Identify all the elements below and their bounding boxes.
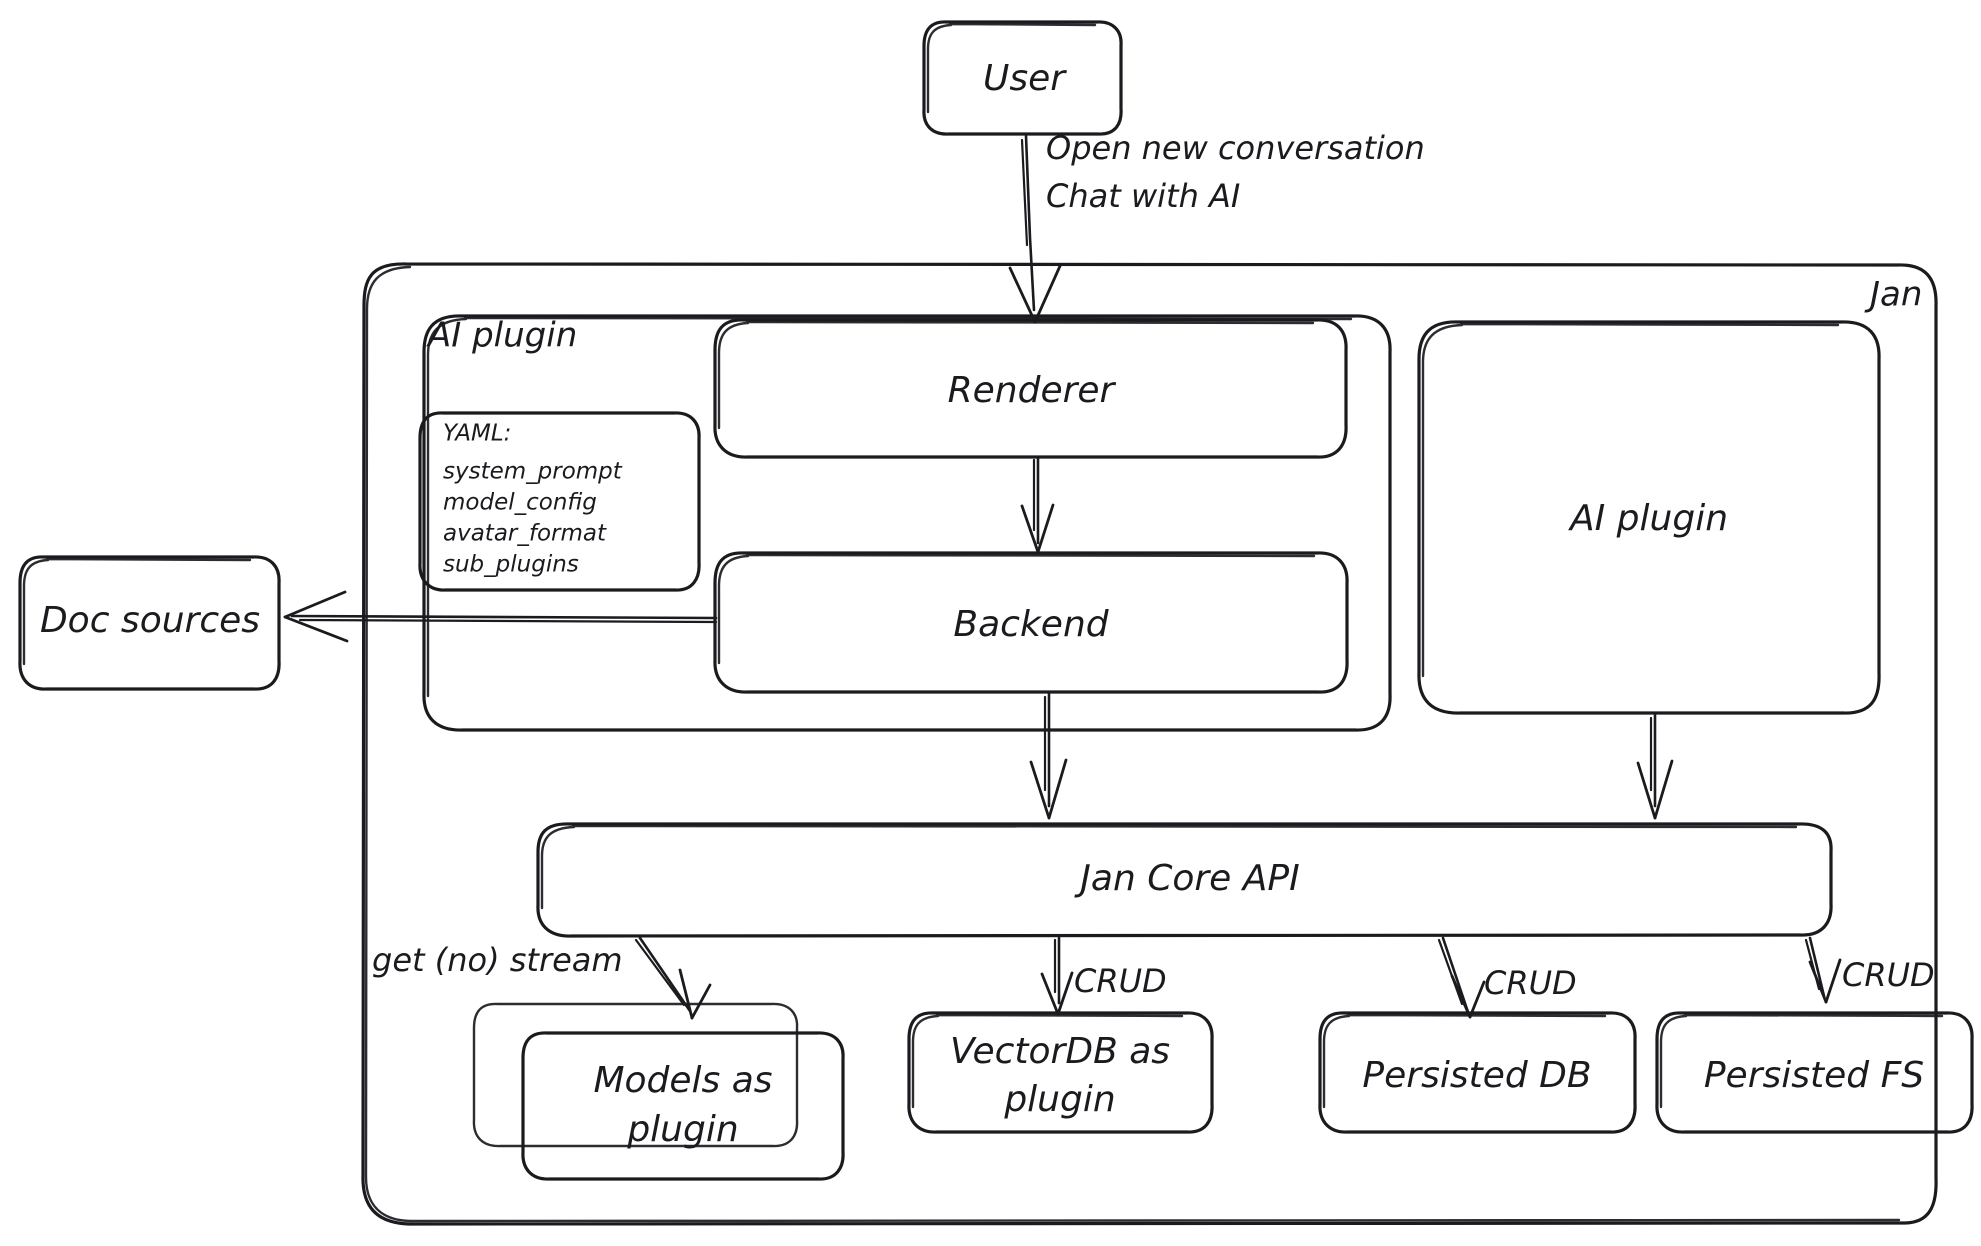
persisted-fs-box-outline (1655, 1011, 1974, 1134)
arrowhead-right (1653, 759, 1674, 820)
arrowhead-left (1636, 761, 1657, 820)
arrowhead-right (1824, 958, 1842, 1004)
persisted-db-node[interactable]: Persisted DB (1318, 1011, 1637, 1134)
edge-label-line2: Chat with AI (1046, 177, 1240, 215)
jan-core-api-box-outline-sketch (540, 824, 1798, 910)
arrowhead-right (1033, 264, 1062, 324)
jan-core-api-label: Jan Core API (1074, 858, 1299, 899)
models-plugin-label-line1: Models as (593, 1060, 772, 1101)
user-node[interactable]: User (922, 20, 1123, 136)
arrowhead-left (1008, 266, 1037, 324)
edge-user-to-renderer: Open new conversation Chat with AI (1008, 129, 1425, 324)
edge-core-to-vectordb: CRUD (1040, 936, 1167, 1016)
renderer-node[interactable]: Renderer (713, 318, 1348, 459)
edge-backend-to-doc-sources (283, 590, 718, 643)
arrowhead-left (1029, 760, 1051, 820)
models-plugin-label-line2: plugin (626, 1109, 738, 1150)
arrowhead-right (1056, 971, 1074, 1016)
jan-container-outline (361, 262, 1938, 1226)
backend-box-outline-sketch (717, 553, 1316, 665)
backend-node[interactable]: Backend (713, 551, 1349, 694)
jan-core-api-box-outline (536, 822, 1833, 938)
yaml-card-line-2: avatar_format (443, 521, 607, 547)
arrowhead-right (1036, 503, 1055, 554)
ai-plugin-right-box-outline (1417, 320, 1881, 715)
doc-sources-box-outline-sketch (22, 557, 252, 666)
edge-backend-to-core (1029, 692, 1068, 820)
ai-plugin-group-label: AI plugin (426, 316, 577, 356)
yaml-card-line-1: model_config (443, 490, 597, 516)
edge-core-to-persisted-fs: CRUD (1804, 936, 1935, 1004)
doc-sources-label: Doc sources (40, 600, 260, 641)
jan-container-label: Jan (1864, 275, 1922, 315)
models-plugin-front-box (521, 1031, 845, 1181)
yaml-card-outline (418, 411, 701, 592)
edge-line-sketch (298, 618, 718, 624)
edge-core-to-models: get (no) stream (372, 936, 712, 1020)
edge-label-core-to-vectordb: CRUD (1074, 962, 1167, 1000)
edge-line (1808, 936, 1826, 998)
vectordb-plugin-node[interactable]: VectorDB as plugin (907, 1011, 1214, 1134)
yaml-card-line-3: sub_plugins (443, 552, 579, 578)
arrowhead-left (1808, 960, 1828, 1004)
persisted-fs-box-outline-sketch (1659, 1013, 1944, 1109)
arrowhead-top (283, 590, 347, 619)
models-plugin-back-box (472, 1002, 799, 1148)
arrowhead-left (678, 968, 694, 1020)
renderer-box-outline (713, 318, 1348, 459)
arrowhead-left (1450, 974, 1472, 1019)
user-box-outline (922, 20, 1123, 136)
edge-label-core-to-models: get (no) stream (372, 941, 623, 979)
arrowhead-left (1020, 504, 1040, 554)
edge-line (1024, 134, 1036, 312)
doc-sources-box-outline (18, 555, 281, 691)
persisted-db-box-outline (1318, 1011, 1637, 1134)
edge-line (638, 936, 692, 1013)
jan-container[interactable]: Jan (361, 262, 1938, 1226)
persisted-fs-label: Persisted FS (1704, 1055, 1924, 1096)
jan-core-api-node[interactable]: Jan Core API (536, 822, 1833, 938)
persisted-db-box-outline-sketch (1322, 1013, 1607, 1109)
arrowhead-right (1047, 758, 1068, 820)
renderer-label: Renderer (948, 370, 1117, 411)
edge-ai-plugin-right-to-core (1636, 713, 1674, 820)
edge-label-line1: Open new conversation (1046, 129, 1425, 167)
edge-label-core-to-persisted-fs: CRUD (1842, 956, 1935, 994)
persisted-db-label: Persisted DB (1362, 1055, 1591, 1096)
backend-box-outline (713, 551, 1349, 694)
vectordb-plugin-label-line2: plugin (1003, 1079, 1115, 1120)
ai-plugin-right-label: AI plugin (1568, 498, 1728, 539)
arrowhead-bottom (283, 615, 349, 643)
yaml-card[interactable]: YAML: system_prompt model_config avatar_… (418, 411, 701, 592)
models-plugin-node[interactable]: Models as plugin (472, 1002, 845, 1181)
edge-line (290, 614, 718, 620)
edge-line-sketch (1020, 138, 1029, 247)
doc-sources-node[interactable]: Doc sources (18, 555, 281, 691)
yaml-card-heading: YAML: (443, 421, 511, 447)
vectordb-plugin-label-line1: VectorDB as (950, 1031, 1170, 1072)
ai-plugin-right-node[interactable]: AI plugin (1417, 320, 1881, 715)
ai-plugin-right-box-outline-sketch (1421, 322, 1840, 678)
jan-container-outline-sketch (364, 265, 1901, 1223)
vectordb-plugin-box-outline-sketch (911, 1013, 1184, 1109)
arrowhead-right (690, 983, 712, 1020)
edge-renderer-to-backend (1020, 456, 1055, 554)
arrowhead-left (1040, 972, 1060, 1016)
renderer-box-outline-sketch (717, 320, 1315, 430)
user-box-outline-sketch (926, 22, 1097, 114)
arrowhead-right (1468, 980, 1486, 1019)
edge-core-to-persisted-db: CRUD (1437, 936, 1577, 1019)
edge-line-sketch (634, 938, 686, 1007)
vectordb-plugin-box-outline (907, 1011, 1214, 1134)
backend-label: Backend (953, 604, 1109, 645)
ai-plugin-group-outline (422, 314, 1392, 732)
edge-label-core-to-persisted-db: CRUD (1484, 964, 1577, 1002)
yaml-card-line-0: system_prompt (443, 459, 623, 485)
user-label: User (983, 58, 1067, 99)
persisted-fs-node[interactable]: Persisted FS (1655, 1011, 1974, 1134)
